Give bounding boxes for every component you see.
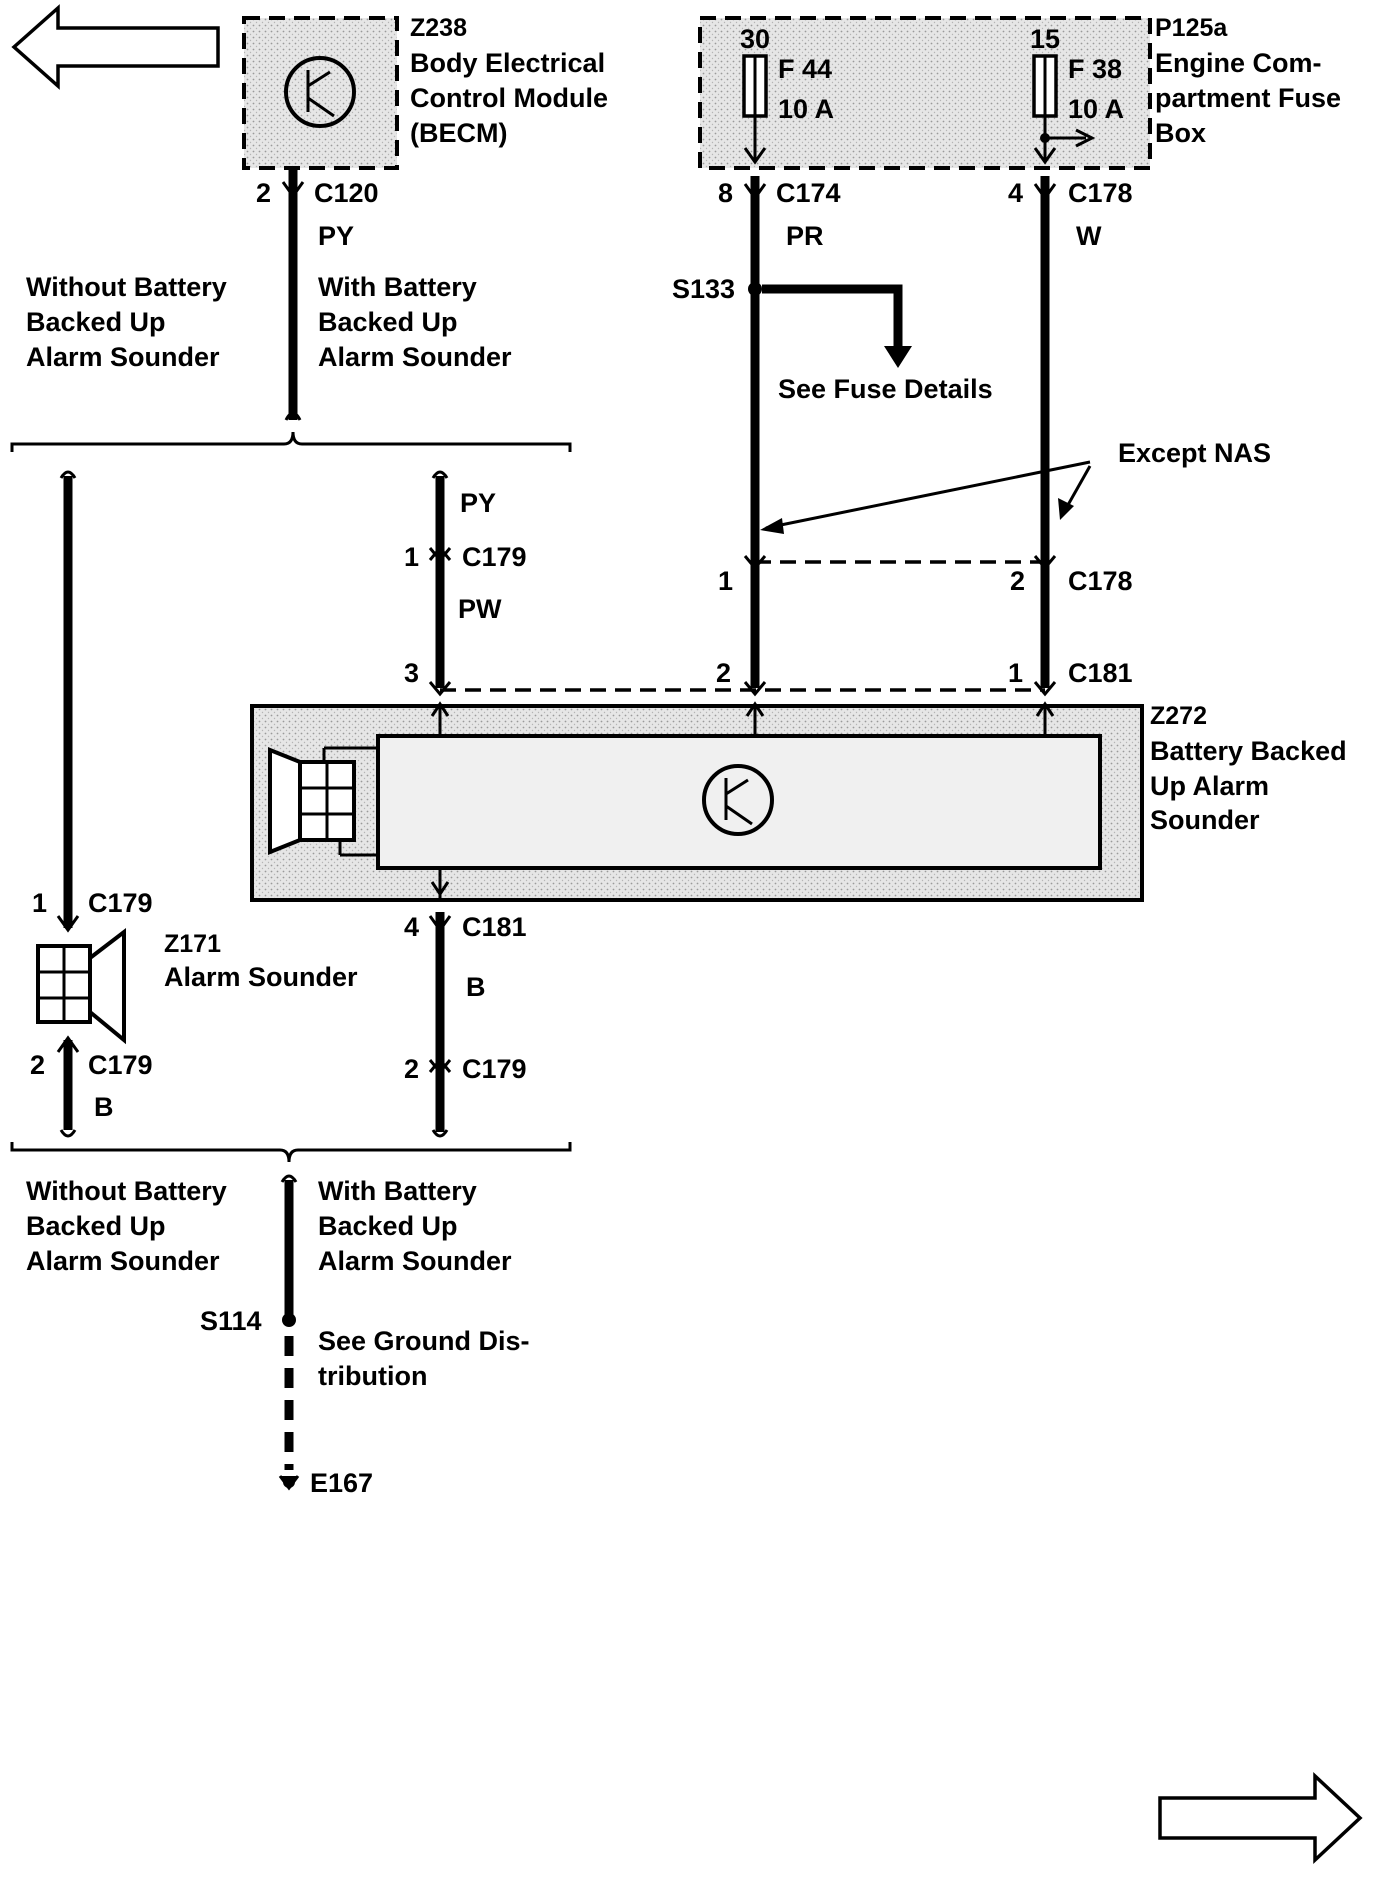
becm-name-3: (BECM) — [410, 118, 507, 148]
fuse-box-name-1: Engine Com- — [1155, 48, 1322, 78]
except-nas-note: Except NAS — [1118, 438, 1271, 468]
z272-name-2: Up Alarm — [1150, 771, 1269, 801]
c178-top-name: C178 — [1068, 178, 1133, 208]
wire-color-b-mid: B — [466, 972, 486, 1002]
with-top-3: Alarm Sounder — [318, 342, 512, 372]
c120-name: C120 — [314, 178, 379, 208]
ground-e167-icon — [283, 1476, 295, 1488]
c178-mid-pin-1: 1 — [718, 566, 733, 596]
transistor-icon — [702, 764, 774, 836]
fuse-f44-terminal: 30 — [740, 24, 770, 54]
z171-name: Alarm Sounder — [164, 962, 358, 992]
with-bottom-2: Backed Up — [318, 1211, 458, 1241]
without-bottom-3: Alarm Sounder — [26, 1246, 220, 1276]
fuse-f38-rating: 10 A — [1068, 94, 1124, 124]
without-bottom-2: Backed Up — [26, 1211, 166, 1241]
fuse-f44-name: F 44 — [778, 54, 832, 84]
fuse-box — [698, 16, 1152, 170]
becm-module — [242, 16, 399, 170]
c181-name: C181 — [1068, 658, 1133, 688]
fuse-f38-icon — [1032, 54, 1058, 118]
transistor-icon — [284, 56, 356, 128]
becm-name-1: Body Electrical — [410, 48, 605, 78]
battery-backed-sounder — [250, 701, 1144, 902]
with-top-2: Backed Up — [318, 307, 458, 337]
without-top-2: Backed Up — [26, 307, 166, 337]
wire-color-pw: PW — [458, 594, 502, 624]
fuse-f38-name: F 38 — [1068, 54, 1122, 84]
see-ground-2[interactable]: tribution — [318, 1361, 427, 1391]
c179-mid-pin: 1 — [404, 542, 419, 572]
c174-name: C174 — [776, 178, 841, 208]
wire-color-w: W — [1076, 221, 1102, 251]
splice-s133 — [748, 282, 762, 296]
see-ground-1[interactable]: See Ground Dis- — [318, 1326, 530, 1356]
without-top-3: Alarm Sounder — [26, 342, 220, 372]
c178-mid-pin-2: 2 — [1010, 566, 1025, 596]
s133-label: S133 — [672, 274, 735, 304]
wire-color-b-left: B — [94, 1092, 114, 1122]
c179-bottom-name: C179 — [462, 1054, 527, 1084]
fuse-f44-icon — [742, 54, 768, 118]
fuse-box-name-3: Box — [1155, 118, 1206, 148]
z171-id: Z171 — [164, 930, 221, 958]
becm-name-2: Control Module — [410, 83, 608, 113]
c178-mid-name: C178 — [1068, 566, 1133, 596]
wire-color-pr: PR — [786, 221, 824, 251]
z272-name-1: Battery Backed — [1150, 736, 1347, 766]
with-top-1: With Battery — [318, 272, 477, 302]
c179-left-top-name: C179 — [88, 888, 153, 918]
c178-top-pin: 4 — [1008, 178, 1023, 208]
splice-s114 — [282, 1313, 296, 1327]
c181-pin-2: 2 — [716, 658, 731, 688]
see-fuse-details[interactable]: See Fuse Details — [778, 374, 993, 404]
e167-label: E167 — [310, 1468, 373, 1498]
c179-mid-name: C179 — [462, 542, 527, 572]
s114-label: S114 — [200, 1306, 262, 1336]
z272-id: Z272 — [1150, 702, 1207, 730]
speaker-icon — [268, 746, 378, 857]
wire-color-py-top: PY — [318, 221, 354, 251]
z272-name-3: Sounder — [1150, 805, 1260, 835]
c181-bottom-name: C181 — [462, 912, 527, 942]
c174-pin: 8 — [718, 178, 733, 208]
c179-left-bottom-name: C179 — [88, 1050, 153, 1080]
c181-pin-1: 1 — [1008, 658, 1023, 688]
with-bottom-1: With Battery — [318, 1176, 477, 1206]
alarm-sounder-speaker-icon — [36, 927, 126, 1045]
c181-pin-3: 3 — [404, 658, 419, 688]
fuse-f38-terminal: 15 — [1030, 24, 1060, 54]
c179-left-top-pin: 1 — [32, 888, 47, 918]
fuse-box-name-2: partment Fuse — [1155, 83, 1341, 113]
next-page-arrow-icon[interactable] — [1158, 1771, 1363, 1865]
c179-left-bottom-pin: 2 — [30, 1050, 45, 1080]
becm-id: Z238 — [410, 14, 467, 42]
without-bottom-1: Without Battery — [26, 1176, 227, 1206]
c181-bottom-pin: 4 — [404, 912, 419, 942]
c179-bottom-pin: 2 — [404, 1054, 419, 1084]
c120-pin: 2 — [256, 178, 271, 208]
option-brace-top — [10, 431, 572, 452]
previous-page-arrow-icon[interactable] — [11, 4, 220, 90]
with-bottom-3: Alarm Sounder — [318, 1246, 512, 1276]
without-top-1: Without Battery — [26, 272, 227, 302]
fuse-f44-rating: 10 A — [778, 94, 834, 124]
wire-color-py-mid: PY — [460, 488, 496, 518]
option-brace-bottom — [10, 1142, 572, 1163]
fuse-box-id: P125a — [1155, 14, 1228, 42]
